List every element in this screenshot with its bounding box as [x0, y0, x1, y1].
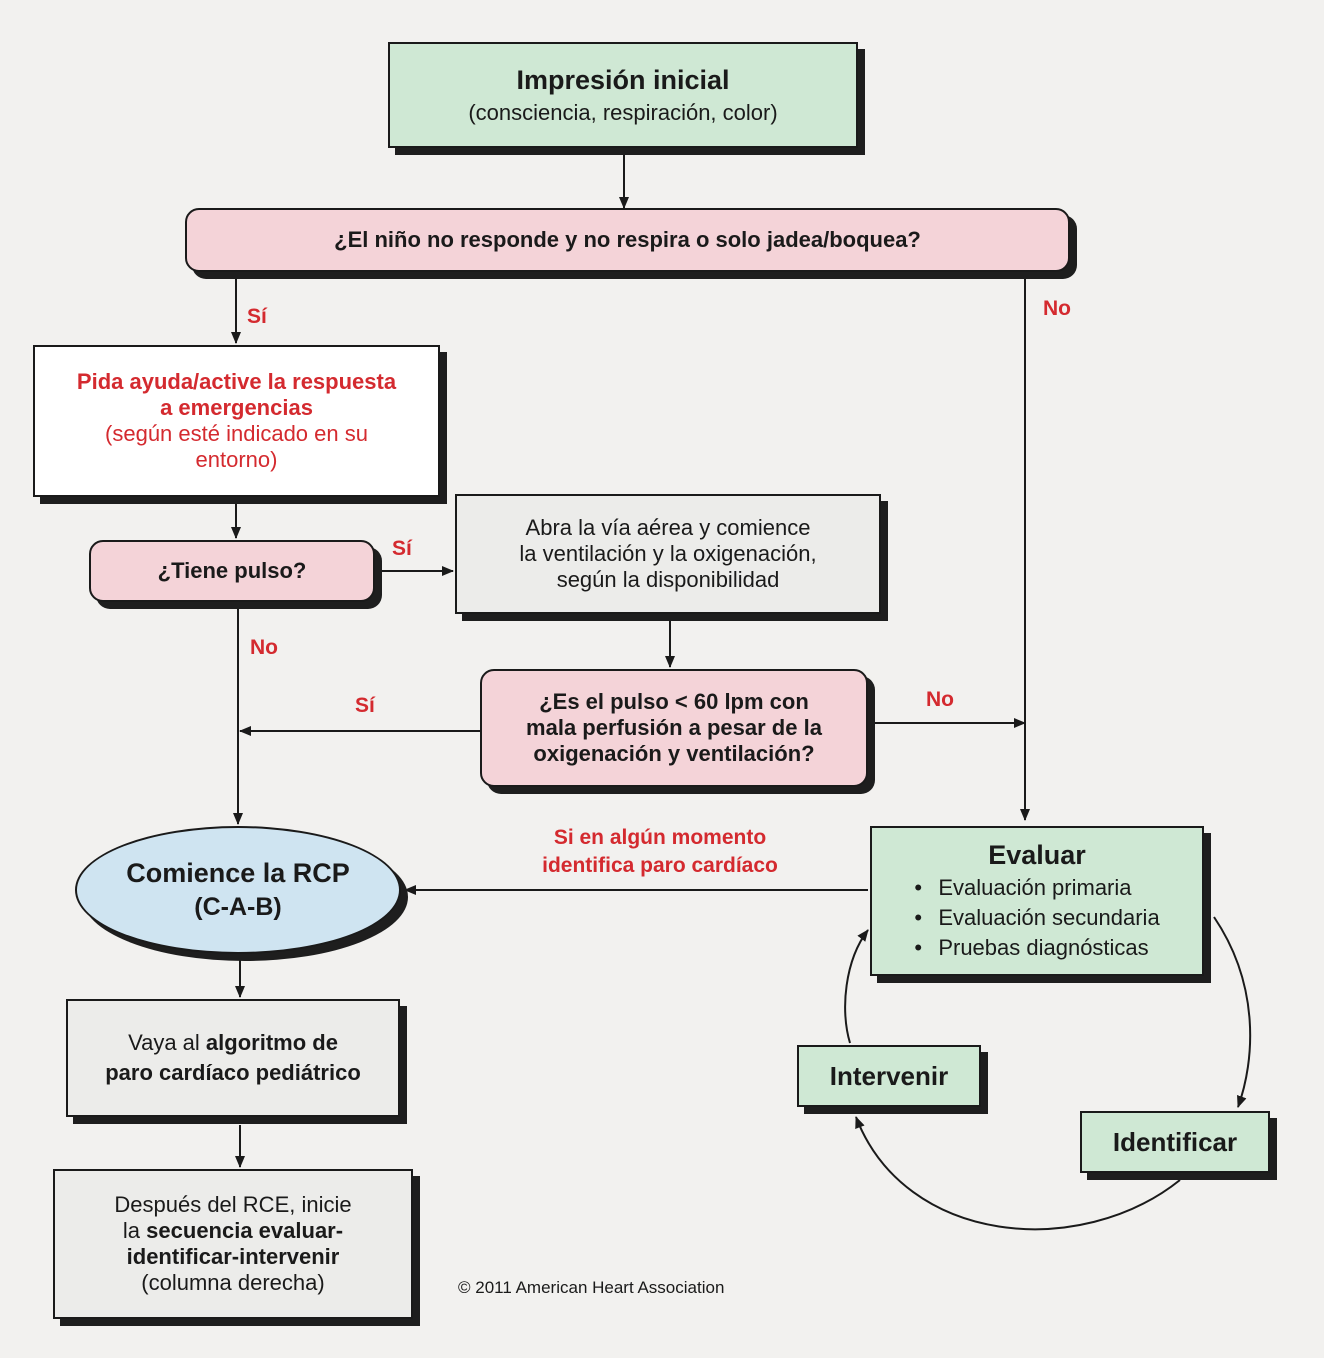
node-pida-ayuda: Pida ayuda/active la respuesta a emergen… — [33, 345, 440, 497]
node-tiene-pulso: ¿Tiene pulso? — [89, 540, 375, 602]
no-responde-text: ¿El niño no responde y no respira o solo… — [334, 227, 921, 252]
node-vaya-algoritmo: Vaya al algoritmo de paro cardíaco pediá… — [66, 999, 400, 1117]
evaluar-item: Pruebas diagnósticas — [914, 933, 1159, 963]
evaluar-item: Evaluación primaria — [914, 873, 1159, 903]
note-line2: identifica paro cardíaco — [542, 854, 778, 877]
abra-via-line3: según la disponibilidad — [556, 567, 780, 592]
abra-via-line2: la ventilación y la oxigenación, — [519, 541, 817, 566]
pulso-60-line3: oxigenación y ventilación? — [533, 741, 815, 766]
despues-line2: la secuencia evaluar- — [123, 1218, 343, 1244]
node-impresion-inicial: Impresión inicial (consciencia, respirac… — [388, 42, 858, 148]
vaya-pre: Vaya al — [128, 1030, 206, 1055]
despues-line4: (columna derecha) — [141, 1270, 325, 1295]
label-si-pulso60: Sí — [355, 694, 375, 717]
despues-line1: Después del RCE, inicie — [114, 1192, 352, 1217]
node-despues-rce: Después del RCE, inicie la secuencia eva… — [53, 1169, 413, 1319]
cycle-intervenir-to-evaluar — [844, 929, 869, 1044]
node-evaluar: Evaluar Evaluación primaria Evaluación s… — [870, 826, 1204, 976]
vaya-line1: Vaya al algoritmo de — [128, 1030, 338, 1056]
pida-ayuda-line4: entorno) — [195, 447, 278, 472]
node-pulso-60: ¿Es el pulso < 60 lpm con mala perfusión… — [480, 669, 868, 787]
node-comience-rcp: Comience la RCP (C-A-B) — [75, 826, 401, 954]
impresion-subtitle: (consciencia, respiración, color) — [468, 99, 778, 125]
node-no-responde: ¿El niño no responde y no respira o solo… — [185, 208, 1070, 272]
label-no-pulso: No — [250, 636, 278, 659]
vaya-bold2: paro cardíaco pediátrico — [105, 1060, 361, 1085]
pida-ayuda-line1: Pida ayuda/active la respuesta — [76, 369, 397, 394]
despues-bold3: identificar-intervenir — [126, 1244, 340, 1269]
tiene-pulso-text: ¿Tiene pulso? — [157, 558, 307, 583]
note-line1: Si en algún momento — [553, 826, 767, 849]
node-abra-via: Abra la vía aérea y comience la ventilac… — [455, 494, 881, 614]
copyright: © 2011 American Heart Association — [458, 1278, 725, 1297]
label-si-pulso: Sí — [392, 537, 412, 560]
despues-pre2: la — [122, 1218, 147, 1243]
cycle-identificar-to-intervenir — [855, 1116, 1181, 1231]
label-si-question: Sí — [247, 305, 267, 328]
evaluar-title: Evaluar — [988, 840, 1086, 870]
cycle-evaluar-to-identificar — [1213, 916, 1252, 1108]
pulso-60-line1: ¿Es el pulso < 60 lpm con — [539, 689, 809, 714]
rcp-line1: Comience la RCP — [126, 858, 350, 888]
intervenir-text: Intervenir — [829, 1060, 949, 1091]
rcp-line2: (C-A-B) — [194, 893, 282, 921]
pida-ayuda-line2: a emergencias — [160, 395, 313, 420]
label-no-question: No — [1043, 297, 1071, 320]
node-identificar: Identificar — [1080, 1111, 1270, 1173]
impresion-title: Impresión inicial — [516, 64, 730, 95]
evaluar-list: Evaluación primaria Evaluación secundari… — [914, 873, 1159, 963]
pida-ayuda-line3: (según esté indicado en su — [105, 421, 368, 446]
despues-bold2: secuencia evaluar- — [146, 1218, 344, 1243]
label-no-pulso60: No — [926, 688, 954, 711]
note-paro-cardiaco: Si en algún momento identifica paro card… — [500, 824, 820, 880]
identificar-text: Identificar — [1112, 1126, 1238, 1157]
evaluar-item: Evaluación secundaria — [914, 903, 1159, 933]
node-intervenir: Intervenir — [797, 1045, 981, 1107]
abra-via-line1: Abra la vía aérea y comience — [525, 515, 811, 540]
pulso-60-line2: mala perfusión a pesar de la — [526, 715, 822, 740]
vaya-bold1: algoritmo de — [205, 1030, 338, 1055]
